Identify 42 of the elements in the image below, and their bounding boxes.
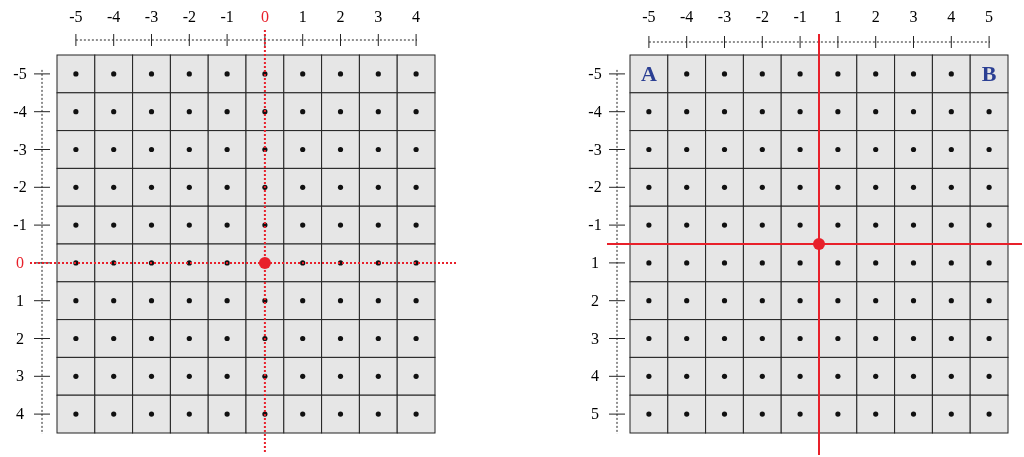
- tick-label: 3: [374, 8, 383, 26]
- tick-label: 2: [16, 329, 24, 348]
- tick-label: 1: [591, 253, 599, 272]
- tick-label: 3: [591, 329, 599, 348]
- tick-label: -5: [69, 8, 83, 26]
- tick-label: -4: [680, 8, 694, 26]
- tick-label: -5: [13, 64, 27, 83]
- tick-label: -3: [588, 140, 602, 159]
- tick-label: 5: [985, 8, 994, 26]
- tick-label: 5: [591, 405, 599, 424]
- tick-label: -5: [588, 64, 602, 83]
- tick-label: 4: [591, 367, 599, 386]
- tick-label: 0: [260, 8, 269, 26]
- corner-label: B: [981, 61, 997, 86]
- tick-label: 4: [16, 405, 24, 424]
- tick-label: -1: [588, 216, 602, 235]
- tick-label: -2: [588, 178, 602, 197]
- tick-label: -4: [588, 102, 602, 121]
- tick-label: 1: [298, 8, 307, 26]
- tick-label: -2: [182, 8, 196, 26]
- tick-label: -2: [13, 178, 27, 197]
- tick-label: -3: [144, 8, 159, 26]
- tick-label: -5: [642, 8, 656, 26]
- tick-label: 1: [833, 8, 842, 26]
- tick-label: 4: [412, 8, 421, 26]
- tick-label: -3: [13, 140, 27, 159]
- tick-label: 3: [909, 8, 918, 26]
- tick-label: 1: [16, 291, 24, 310]
- tick-label: 3: [16, 367, 24, 386]
- tick-label: 0: [16, 253, 24, 272]
- corner-label: A: [640, 61, 657, 86]
- tick-label: -1: [220, 8, 234, 26]
- tick-label: 4: [947, 8, 956, 26]
- tick-label: -4: [107, 8, 121, 26]
- tick-label: 2: [871, 8, 880, 26]
- tick-label: -1: [793, 8, 807, 26]
- tick-label: -1: [13, 216, 27, 235]
- tick-label: -2: [755, 8, 769, 26]
- tick-label: 2: [336, 8, 345, 26]
- tick-label: 2: [591, 291, 599, 310]
- tick-label: -4: [13, 102, 27, 121]
- tick-label: -3: [717, 8, 732, 26]
